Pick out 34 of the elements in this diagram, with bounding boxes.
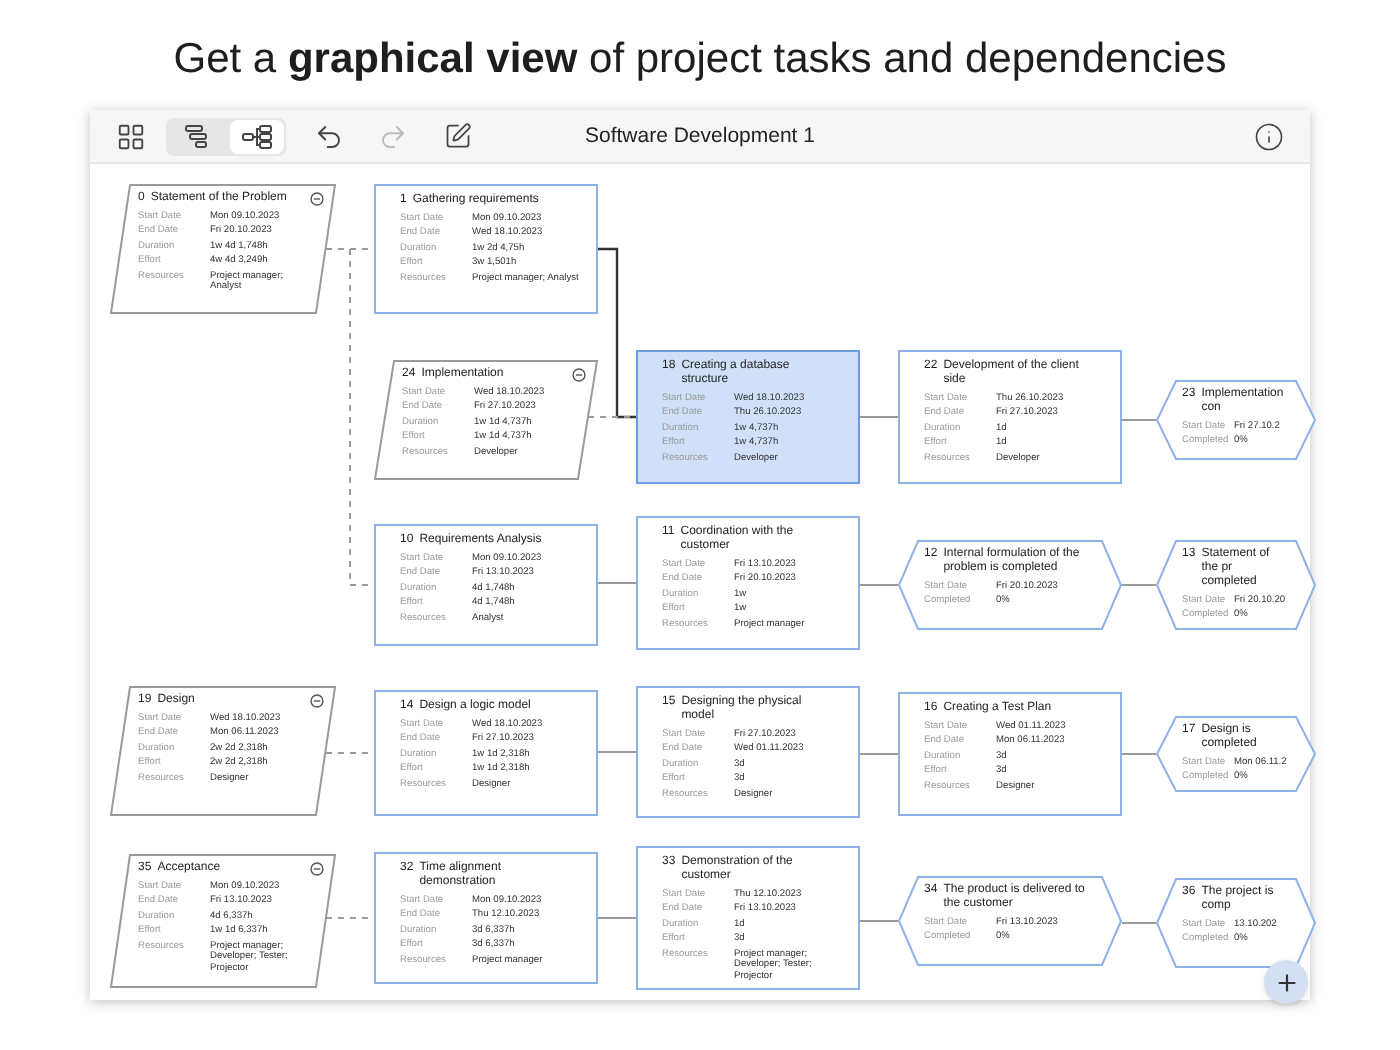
task-card (898, 692, 1122, 816)
connector-line (1121, 753, 1157, 755)
milestone-hexagon (898, 540, 1122, 630)
task-card (374, 524, 598, 646)
task-card (898, 350, 1122, 484)
connector-line (598, 247, 636, 419)
summary-task-card (110, 686, 336, 816)
milestone-hexagon (1156, 380, 1316, 460)
task-card (374, 690, 598, 816)
summary-task-card (110, 184, 336, 314)
connector-line (859, 416, 899, 418)
milestone-hexagon (1156, 540, 1316, 630)
task-card (636, 516, 860, 650)
task-card (636, 686, 860, 818)
connector-line (597, 917, 637, 919)
connector-line (1121, 922, 1157, 924)
task-card (636, 350, 860, 484)
connector-line (597, 582, 637, 584)
milestone-hexagon (1156, 878, 1316, 968)
task-card (636, 846, 860, 990)
page-heading: Get a graphical view of project tasks and dependencies (171, 34, 1229, 86)
connector-line (859, 920, 899, 922)
connector-line (597, 751, 637, 753)
task-card (374, 184, 598, 314)
task-card (374, 852, 598, 984)
milestone-hexagon (1156, 716, 1316, 792)
connector-line (1121, 584, 1157, 586)
document-title: Software Development 1 (583, 124, 817, 150)
connector-line (859, 584, 899, 586)
milestone-hexagon (898, 876, 1122, 966)
summary-task-card (110, 854, 336, 988)
summary-task-card (374, 360, 598, 480)
connector-line (1121, 419, 1157, 421)
connector-line (859, 753, 899, 755)
